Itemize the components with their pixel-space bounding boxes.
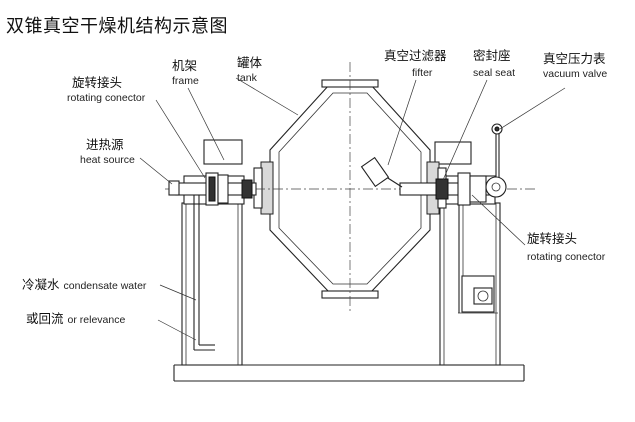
label-filter-en: fifter	[412, 67, 433, 79]
label-frame-en: frame	[172, 75, 199, 87]
label-filter-zh: 真空过滤器	[384, 48, 447, 63]
label-condensate: 冷凝水 condensate water	[22, 274, 146, 294]
label-rotating-connector-right-zh: 旋转接头	[527, 231, 578, 246]
label-return: 或回流 or relevance	[26, 308, 125, 328]
leader-lines	[139, 77, 566, 341]
label-frame-zh: 机架	[172, 58, 198, 73]
label-condensate-en: condensate water	[63, 280, 147, 292]
diagram-title: 双锥真空干燥机结构示意图	[6, 16, 228, 37]
label-seal-seat-en: seal seat	[473, 67, 516, 79]
right-shaft-assembly	[360, 123, 507, 206]
base-frame	[173, 364, 525, 382]
label-return-en: or relevance	[67, 314, 126, 326]
label-rotating-connector-left-en: rotating conector	[67, 92, 146, 104]
label-vacuum-gauge-zh: 真空压力表	[543, 51, 606, 66]
label-tank-en: tank	[237, 72, 257, 84]
left-shaft-assembly	[168, 172, 257, 206]
label-rotating-connector-right-en: rotating conector	[527, 251, 606, 263]
label-vacuum-gauge-en: vacuum valve	[543, 68, 608, 80]
label-return-zh: 或回流	[26, 311, 64, 326]
label-tank-zh: 罐体	[237, 55, 263, 70]
label-condensate-zh: 冷凝水	[22, 277, 60, 292]
label-heat-source-en: heat source	[80, 154, 135, 166]
label-heat-source-zh: 进热源	[86, 137, 124, 152]
label-rotating-connector-left-zh: 旋转接头	[72, 75, 123, 90]
condensate-pipe	[193, 190, 215, 351]
label-seal-seat-zh: 密封座	[473, 48, 511, 63]
